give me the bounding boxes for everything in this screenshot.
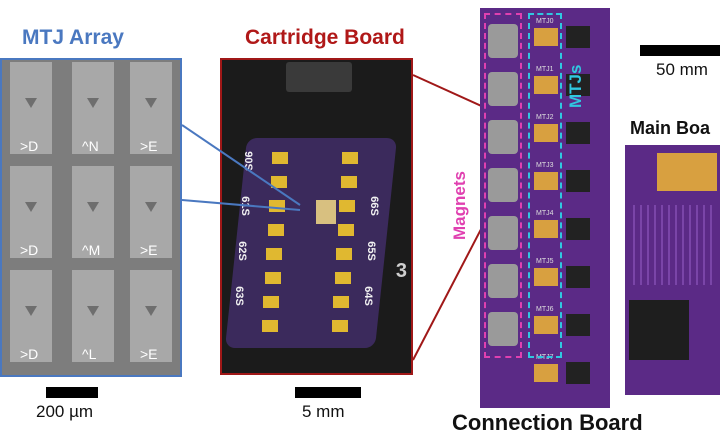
mtj-device-tag: >D xyxy=(20,346,39,362)
mtj-device xyxy=(10,270,52,362)
mtj-device xyxy=(72,62,114,154)
mtj-socket xyxy=(534,316,558,334)
main-board-photo xyxy=(625,145,720,395)
mtj-device xyxy=(130,62,172,154)
mtj-junction xyxy=(87,306,99,316)
mtj-junction xyxy=(87,98,99,108)
cartridge-gold-pad xyxy=(272,152,288,164)
mtj-junction xyxy=(25,98,37,108)
mtj-junction xyxy=(25,306,37,316)
connection-board-title: Connection Board xyxy=(452,410,643,435)
mtj-connector-line-top xyxy=(181,124,301,206)
main-board-title: Main Boa xyxy=(630,118,711,138)
cartridge-gold-pad xyxy=(337,224,354,236)
magnet-slot xyxy=(488,72,518,106)
mtj-channel-label: MTJ5 xyxy=(536,258,554,265)
overview-scale-label: 50 mm xyxy=(656,60,708,79)
mtjs-outline xyxy=(528,13,562,358)
cartridge-gold-pad xyxy=(270,176,287,188)
mtj-device xyxy=(72,166,114,258)
mtj-junction xyxy=(145,306,157,316)
mtj-device xyxy=(72,270,114,362)
magnet-slot xyxy=(488,264,518,298)
mtj-channel-label: MTJ2 xyxy=(536,114,554,121)
amplifier-chip xyxy=(566,26,590,48)
mtj-channel-label: MTJ4 xyxy=(536,210,554,217)
mtj-device xyxy=(10,166,52,258)
cartridge-die xyxy=(316,200,336,224)
magnets-outline xyxy=(484,13,522,358)
mtj-device-tag: >D xyxy=(20,242,39,258)
cartridge-gold-pad xyxy=(339,200,355,212)
mtj-socket xyxy=(534,268,558,286)
cartridge-gold-pad xyxy=(342,152,358,164)
cartridge-corner-number: 3 xyxy=(395,260,407,282)
mtj-device-tag: >E xyxy=(140,242,158,258)
mtj-device xyxy=(130,270,172,362)
mtj-scale-label: 200 µm xyxy=(36,402,94,421)
mtj-junction xyxy=(145,202,157,212)
mtj-array-title: MTJ Array xyxy=(22,26,124,49)
mtj-junction xyxy=(145,98,157,108)
amplifier-chip xyxy=(566,122,590,144)
mtj-junction xyxy=(87,202,99,212)
mtj-device-tag: ^M xyxy=(82,242,101,258)
mtj-device-tag: >E xyxy=(140,346,158,362)
mtj-device-tag: ^L xyxy=(82,346,97,362)
main-board-module xyxy=(629,300,689,360)
cartridge-gold-pad xyxy=(264,272,281,284)
amplifier-chip xyxy=(566,314,590,336)
mtj-socket xyxy=(534,172,558,190)
mtj-socket xyxy=(534,28,558,46)
mtj-scale-bar xyxy=(46,387,98,398)
cartridge-gold-pad xyxy=(333,296,349,308)
cartridge-scale-label: 5 mm xyxy=(302,402,345,421)
mtj-device xyxy=(10,62,52,154)
amplifier-chip xyxy=(566,218,590,240)
mtj-channel-label: MTJ3 xyxy=(536,162,554,169)
mtjs-label: MTJs xyxy=(566,64,585,108)
cartridge-socket-top xyxy=(286,62,352,92)
cartridge-gold-pad xyxy=(267,224,284,236)
mtj-socket xyxy=(534,76,558,94)
cartridge-gold-pad xyxy=(266,248,282,260)
cartridge-gold-pad xyxy=(261,320,278,332)
mtj-socket xyxy=(534,364,558,382)
mtj-device-tag: >D xyxy=(20,138,39,154)
cartridge-gold-pad xyxy=(331,320,348,332)
cartridge-scale-bar xyxy=(295,387,361,398)
cartridge-gold-pad xyxy=(334,272,351,284)
mtj-connector-line-bottom xyxy=(181,199,301,211)
magnet-slot xyxy=(488,24,518,58)
amplifier-chip xyxy=(566,74,590,96)
cartridge-board-title: Cartridge Board xyxy=(245,26,405,49)
amplifier-chip xyxy=(566,170,590,192)
magnet-slot xyxy=(488,312,518,346)
mtj-device-tag: ^N xyxy=(82,138,99,154)
cartridge-board-photo: 90S61S62S63S66S65S64S 3 xyxy=(220,58,413,375)
mtj-socket xyxy=(534,124,558,142)
mtj-channel-label: MTJ0 xyxy=(536,18,554,25)
overview-scale-bar xyxy=(640,45,720,56)
mtj-device xyxy=(130,166,172,258)
mtj-device-tag: >E xyxy=(140,138,158,154)
mtj-junction xyxy=(25,202,37,212)
magnets-label: Magnets xyxy=(450,171,469,240)
magnet-slot xyxy=(488,216,518,250)
magnet-slot xyxy=(488,120,518,154)
cartridge-gold-pad xyxy=(336,248,352,260)
cartridge-gold-pad xyxy=(340,176,357,188)
main-board-traces xyxy=(633,205,713,285)
magnet-slot xyxy=(488,168,518,202)
cartridge-gold-pad xyxy=(263,296,279,308)
mtj-socket xyxy=(534,220,558,238)
amplifier-chip xyxy=(566,266,590,288)
amplifier-chip xyxy=(566,362,590,384)
main-board-header xyxy=(657,153,717,191)
mtj-channel-label: MTJ1 xyxy=(536,66,554,73)
mtj-channel-label: MTJ6 xyxy=(536,306,554,313)
mtj-array-micrograph: >D ^N >E >D ^M >E >D ^L >E xyxy=(0,58,182,377)
